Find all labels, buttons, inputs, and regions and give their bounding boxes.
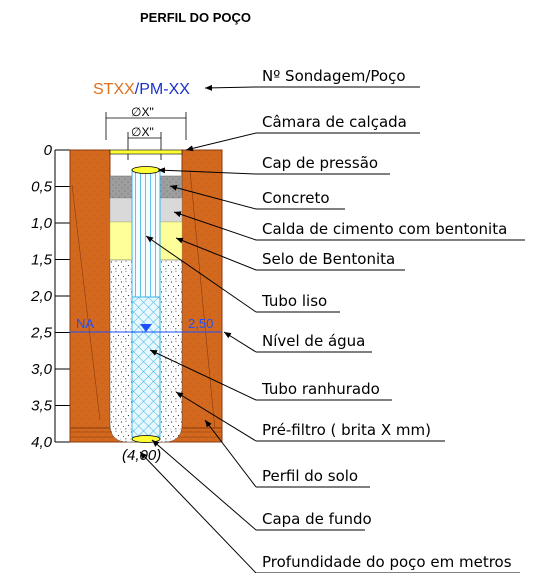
callout-leader: [169, 184, 257, 210]
water-level-value: 2,50: [188, 316, 213, 331]
bottom-depth: (4,00): [122, 447, 161, 464]
sidewalk-chamber: [109, 149, 183, 155]
callout-leader: [204, 84, 257, 91]
pressure-cap: [131, 166, 161, 174]
inner-diameter: ∅X": [131, 125, 154, 139]
callout-leader: [145, 235, 257, 313]
callout-label: Calda de cimento com bentonita: [262, 220, 507, 238]
callout-label: Pré-filtro ( brita X mm): [262, 421, 431, 439]
callout-label: Profundidade do poço em metros: [262, 553, 512, 571]
callout-leader: [151, 439, 257, 531]
depth-axis: 0 0,5 1,0 1,5 2,0 2,5 3,0 3,5 4,0: [30, 142, 70, 451]
sounding-code: STXX: [93, 81, 135, 98]
bottom-cap: [131, 435, 161, 443]
id-separator: /: [135, 81, 140, 98]
depth-tick-label: 1,5: [31, 252, 53, 269]
water-level-triangle: [140, 324, 152, 332]
callout-label: Perfil do solo: [262, 467, 358, 485]
depth-tick-label: 0: [44, 142, 53, 159]
callout-label: Cap de pressão: [262, 154, 378, 172]
callout-leader: [175, 237, 257, 271]
callout-leader: [173, 211, 257, 241]
soil-profile: [69, 149, 223, 443]
blank-casing: [131, 169, 161, 298]
depth-tick-label: 1,0: [31, 215, 53, 232]
callout-label: Tubo ranhurado: [261, 380, 380, 398]
well-pipe: [131, 166, 161, 443]
callout-leader: [223, 331, 257, 353]
depth-tick-label: 4,0: [31, 434, 53, 451]
callout-label: Câmara de calçada: [262, 113, 407, 131]
water-level: NA 2,50: [70, 316, 222, 333]
water-level-tag: NA: [76, 316, 94, 331]
callout-leader: [149, 349, 257, 401]
callout-label: Tubo liso: [261, 292, 327, 310]
callout-leader: [185, 132, 257, 152]
depth-tick-label: 2,0: [30, 288, 53, 305]
diagram-title: PERFIL DO POÇO: [140, 10, 251, 25]
callout-label: Concreto: [262, 189, 330, 207]
depth-tick-label: 3,0: [31, 361, 53, 378]
depth-tick-label: 0,5: [31, 179, 53, 196]
depth-tick-label: 3,5: [31, 398, 53, 415]
depth-tick-label: 2,5: [30, 325, 53, 342]
callout-leader: [157, 167, 257, 175]
callout-label: Selo de Bentonita: [262, 250, 395, 268]
callout-leader: [175, 391, 257, 442]
callout-label: Nível de água: [262, 332, 365, 350]
callout-label: Nº Sondagem/Poço: [262, 67, 406, 85]
outer-diameter: ∅X": [131, 105, 154, 119]
well-code: PM-XX: [139, 81, 190, 98]
slotted-screen: [131, 296, 161, 438]
diameter-dimensions: [105, 112, 187, 160]
well-id: STXX/PM-XX: [93, 81, 190, 98]
callout-label: Capa de fundo: [262, 510, 372, 528]
callout-leader: [204, 419, 257, 488]
callout-leader: [139, 451, 257, 574]
